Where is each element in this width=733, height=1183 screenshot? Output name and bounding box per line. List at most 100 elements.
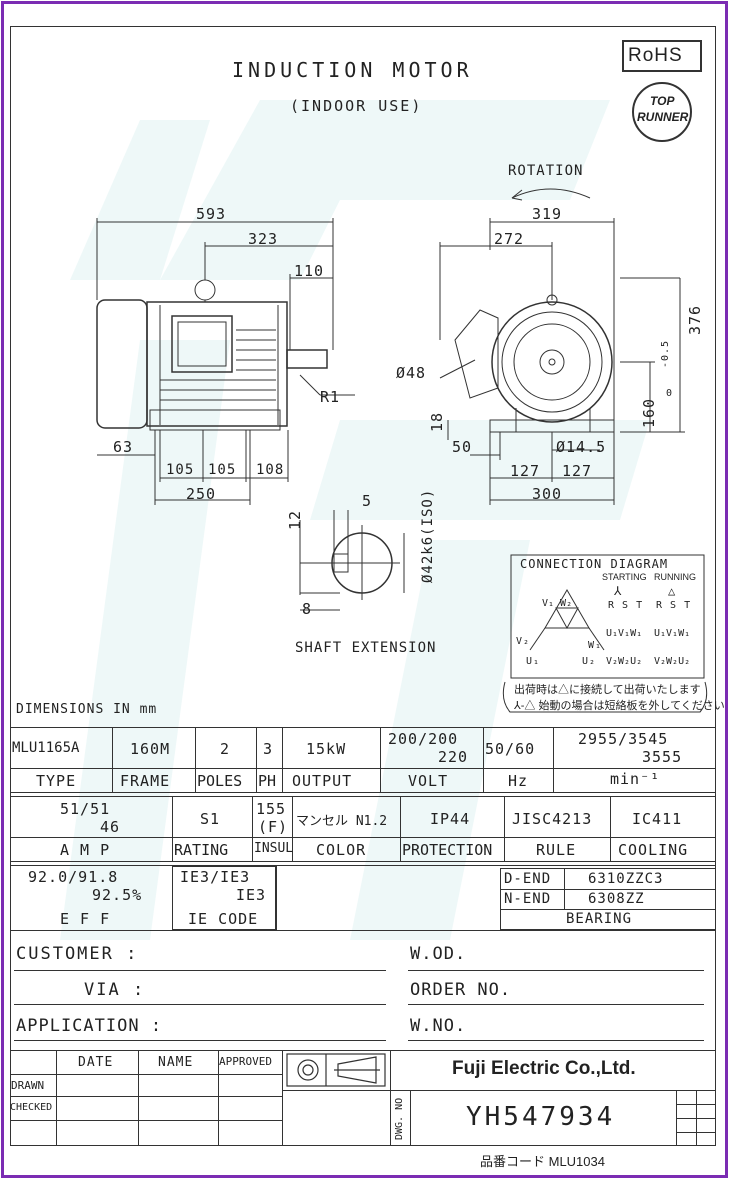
fan-cover: [96, 299, 148, 429]
spec-rule: JISC4213: [512, 810, 593, 828]
top-runner-logo: TOP RUNNER: [632, 82, 692, 142]
spec-insul-1: 155: [256, 800, 287, 818]
spec-frame: 160M: [130, 740, 171, 758]
spec-amp-2: 46: [100, 818, 121, 836]
spec-protection: IP44: [430, 810, 471, 828]
page-subtitle: (INDOOR USE): [290, 97, 423, 115]
label-rpm: min⁻¹: [610, 770, 661, 788]
terminal-w1: W₁: [588, 640, 603, 651]
uvw-running: U₁V₁W₁: [654, 628, 691, 639]
terminal-u1: U₁: [526, 656, 541, 667]
label-insul: INSUL: [254, 841, 294, 856]
delta-symbol: [544, 589, 590, 630]
dim-376: 376: [686, 304, 704, 335]
product-code: 品番コード MLU1034: [480, 1154, 605, 1169]
label-protection: PROTECTION: [402, 841, 493, 859]
label-rating: RATING: [174, 841, 229, 859]
label-amp: A M P: [60, 841, 111, 859]
label-hz: Hz: [508, 772, 529, 790]
terminal-v2: V₂: [516, 636, 531, 647]
spec-insul-2: (F): [258, 818, 289, 836]
running-label: RUNNING: [654, 572, 696, 582]
label-frame: FRAME: [120, 772, 171, 790]
label-output: OUTPUT: [292, 772, 353, 790]
spec-rpm-1: 2955/3545: [578, 730, 669, 748]
spec-ie-2: IE3: [236, 886, 267, 904]
dim-phi14_5: Ø14.5: [556, 438, 607, 456]
spec-eff-1: 92.0/91.8: [28, 868, 119, 886]
motor-drawing: [96, 188, 708, 713]
dim-110: 110: [294, 262, 325, 280]
tb-approved: APPROVED: [219, 1055, 272, 1068]
dim-phi42: Ø42k6(ISO): [420, 488, 436, 583]
dim-5: 5: [362, 492, 373, 510]
end-view-shaft: [539, 349, 565, 375]
spec-hz: 50/60: [485, 740, 536, 758]
tb-checked: CHECKED: [10, 1102, 53, 1113]
dim-phi48: Ø48: [396, 364, 427, 382]
spec-amp-1: 51/51: [60, 800, 111, 818]
dim-63: 63: [113, 438, 134, 456]
label-rule: RULE: [536, 841, 577, 859]
rotation-label: ROTATION: [508, 163, 584, 179]
dim-127b: 127: [562, 462, 593, 480]
bearing-nend-label: N-END: [504, 891, 552, 907]
spec-color: マンセル N1.2: [296, 814, 388, 829]
dim-105a: 105: [166, 462, 195, 478]
dim-18: 18: [428, 411, 446, 432]
rohs-badge: RoHS: [622, 40, 702, 72]
customer-label: CUSTOMER :: [16, 944, 139, 964]
projection-symbol: [286, 1053, 386, 1087]
connection-note-1: 出荷時は△に接続して出荷いたします: [514, 684, 701, 696]
vwu-starting: V₂W₂U₂: [606, 656, 643, 667]
tb-date: DATE: [78, 1055, 114, 1070]
starting-label: STARTING: [602, 572, 647, 582]
dim-250: 250: [186, 485, 217, 503]
spec-eff-2: 92.5%: [92, 886, 143, 904]
bearing-dend-value: 6310ZZC3: [588, 871, 664, 887]
vwu-running: V₂W₂U₂: [654, 656, 691, 667]
dim-105b: 105: [208, 462, 237, 478]
label-eff: E F F: [60, 910, 111, 928]
tb-name: NAME: [158, 1055, 194, 1070]
bearing-dend-label: D-END: [504, 871, 552, 887]
tb-drawn: DRAWN: [11, 1079, 45, 1092]
drawing-number: YH547934: [466, 1102, 616, 1132]
dim-160-tol-dn: -0.5: [660, 339, 671, 368]
label-cooling: COOLING: [618, 841, 689, 859]
dim-8: 8: [302, 600, 313, 618]
delta-sym: △: [668, 584, 677, 598]
spec-cooling: IC411: [632, 810, 683, 828]
label-ph: PH: [258, 772, 277, 790]
top-runner-text-1: TOP: [650, 94, 675, 108]
shaft-side: [286, 349, 328, 369]
dim-323: 323: [248, 230, 279, 248]
dim-272: 272: [494, 230, 525, 248]
via-label: VIA :: [84, 980, 146, 1000]
dim-50: 50: [452, 438, 473, 456]
rst-starting: R S T: [608, 600, 644, 611]
bearing-box: [500, 868, 716, 930]
rohs-label: RoHS: [628, 45, 683, 66]
end-view-terminal-box: [454, 309, 499, 399]
label-volt: VOLT: [408, 772, 449, 790]
shaft-extension-label: SHAFT EXTENSION: [295, 640, 437, 656]
dwg-no-label: DWG. NO: [394, 1097, 405, 1140]
spec-ie-1: IE3/IE3: [180, 868, 251, 886]
connection-note-2: ⅄-△ 始動の場合は短絡板を外してください: [514, 700, 725, 712]
spec-rating: S1: [200, 810, 221, 828]
rotation-arrow: [511, 188, 591, 199]
feet: [149, 409, 281, 431]
spec-volt-1: 200/200: [388, 730, 459, 748]
spec-output: 15kW: [306, 740, 347, 758]
drawing-sheet: [10, 26, 716, 1146]
label-ie-code: IE CODE: [188, 910, 259, 928]
uvw-starting: U₁V₁W₁: [606, 628, 643, 639]
label-poles: POLES: [197, 772, 243, 790]
application-label: APPLICATION :: [16, 1016, 163, 1036]
label-color: COLOR: [316, 841, 367, 859]
spec-type: MLU1165A: [12, 740, 80, 756]
terminal-v1w2: V₁ W₂: [542, 598, 573, 609]
dim-319: 319: [532, 205, 563, 223]
